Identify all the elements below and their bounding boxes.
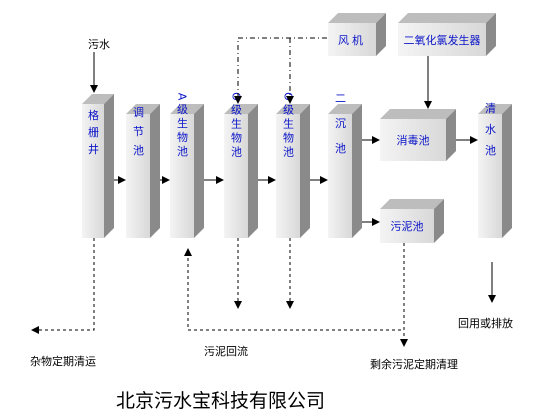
tank-o-bio-1-label: O级生物池 (230, 92, 243, 160)
tank-grille: 格栅井 (82, 94, 114, 238)
reuse-label: 回用或排放 (458, 316, 513, 330)
clo2-generator-label: 二氧化氯发生器 (404, 33, 481, 47)
tank-o-bio-1: O级生物池 (224, 92, 258, 238)
clo2-generator-box: 二氧化氯发生器 (398, 13, 496, 56)
tank-o-bio-2-label: O级生物池 (282, 92, 295, 160)
tank-clean-water: 清水池 (478, 102, 512, 238)
input-label: 污水 (88, 38, 110, 51)
sludge-return-label: 污泥回流 (204, 344, 248, 358)
tank-sludge-label: 污泥池 (391, 220, 424, 233)
excess-sludge-label: 剩余污泥定期清理 (370, 357, 458, 371)
tank-adjust-label: 调节池 (132, 106, 145, 163)
company-name: 北京污水宝科技有限公司 (116, 390, 325, 412)
tank-o-bio-2: O级生物池 (276, 92, 310, 238)
tank-grille-label: 格栅井 (87, 108, 100, 160)
blower-box: 风机 (328, 13, 386, 56)
tank-a-bio-label: A级生物池 (176, 93, 189, 160)
tank-a-bio: A级生物池 (170, 93, 204, 238)
tank-disinfect: 消毒池 (380, 109, 456, 161)
tank-adjust: 调节池 (126, 104, 160, 238)
air-line-a (234, 37, 327, 104)
blower-label: 风机 (338, 33, 366, 47)
tank-disinfect-label: 消毒池 (397, 133, 430, 147)
debris-line (31, 238, 95, 334)
sludge-return-line (184, 243, 405, 331)
tank-clean-water-label: 清水池 (484, 102, 497, 165)
tank-sedimentation: 二沉池 (328, 93, 362, 238)
tank-sludge: 污泥池 (380, 199, 444, 243)
tank-sedimentation-label: 二沉池 (334, 93, 347, 168)
debris-label: 杂物定期清运 (30, 354, 96, 368)
